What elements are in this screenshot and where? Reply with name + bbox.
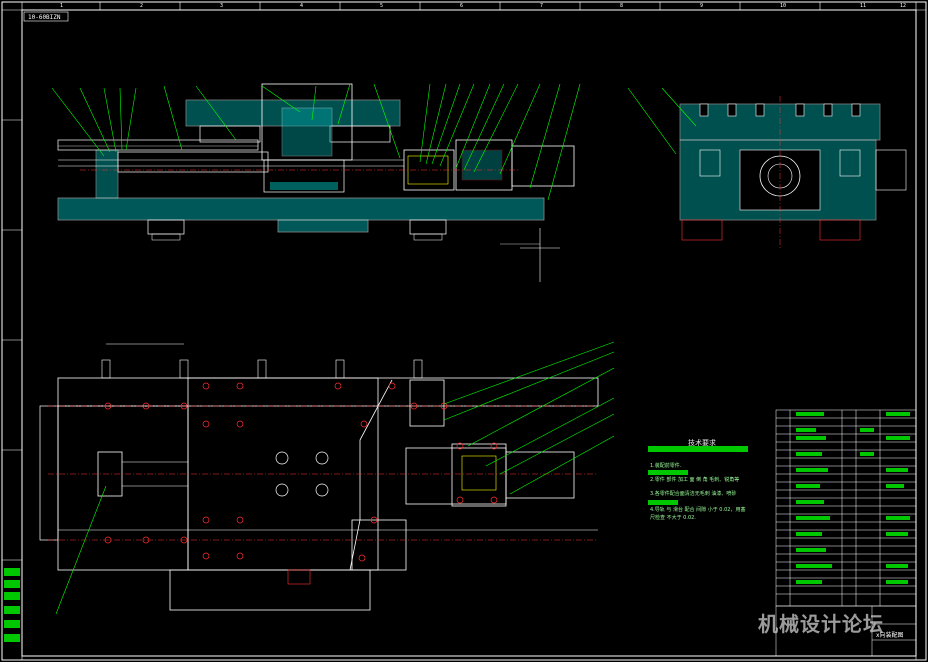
- zone-number: 1: [60, 3, 64, 9]
- zone-number: 7: [540, 3, 544, 9]
- zone-number: 10: [780, 3, 787, 9]
- front-view-leaders: [51, 83, 581, 201]
- zone-number: 6: [460, 3, 464, 9]
- zone-number: 8: [620, 3, 624, 9]
- tech-req-line-2: 2.零件 部件 加工 面 倒 角 毛刺、锐角等: [650, 477, 740, 483]
- tech-req-highlight: [648, 470, 688, 475]
- parts-list-fills: [796, 412, 910, 584]
- tech-req-line-4: 4.导轨 与 滑台 配合 间隙 小于 0.02，用塞: [650, 507, 746, 513]
- parts-list-table: [775, 409, 917, 607]
- title-block-name: x向装配图: [876, 632, 904, 639]
- zone-number: 11: [860, 3, 867, 9]
- plan-view: [39, 343, 599, 611]
- drawing-number: 10-60BIZN: [28, 14, 61, 21]
- plan-view-leaders: [55, 341, 615, 615]
- zone-ticks: [2, 2, 821, 561]
- watermark-logo: 机械设计论坛: [758, 612, 884, 636]
- left-stamp-boxes: [4, 568, 20, 642]
- zone-number: 3: [220, 3, 224, 9]
- zone-number: 9: [700, 3, 704, 9]
- zone-number: 12: [900, 3, 907, 9]
- tech-req-highlight-2: [648, 500, 678, 505]
- side-view-leaders: [627, 87, 697, 155]
- front-section-view: [57, 83, 575, 282]
- drawing-number-box: [23, 11, 69, 22]
- zone-number: 4: [300, 3, 304, 9]
- side-section-view: [679, 96, 907, 248]
- tech-req-line-1: 1.装配前零件.: [650, 463, 682, 469]
- zone-number: 2: [140, 3, 144, 9]
- title-block: [775, 605, 917, 657]
- tech-req-title-bar: [648, 446, 748, 452]
- zone-number: 5: [380, 3, 384, 9]
- technical-requirements-title: 技术要求: [688, 439, 716, 447]
- tech-req-line-5: 尺检查 不大于 0.02.: [650, 515, 696, 521]
- tech-req-line-3: 3.各零件配合面清洁无毛刺 油漆、喷砂: [650, 491, 737, 497]
